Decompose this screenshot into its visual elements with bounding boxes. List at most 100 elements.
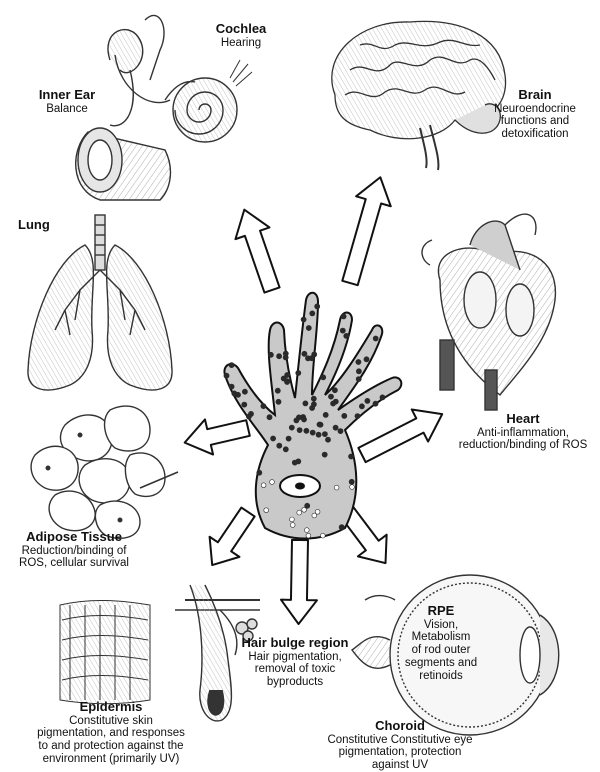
melanin-granule — [305, 532, 312, 539]
melanin-granule — [314, 509, 321, 515]
hair-desc-line: removal of toxic — [254, 663, 336, 676]
melanin-granule — [304, 527, 310, 533]
rpe-desc-line: retinoids — [419, 670, 463, 683]
melanin-granule — [228, 383, 235, 390]
melanin-granule — [276, 353, 282, 360]
melanin-granule — [256, 469, 263, 476]
adipose-desc-line: ROS, cellular survival — [19, 557, 129, 570]
melanin-granule — [340, 313, 347, 320]
melanin-granule — [305, 355, 311, 362]
melanin-granule — [332, 398, 339, 405]
cochlea-desc: Hearing — [220, 36, 262, 49]
melanin-granule — [364, 397, 371, 404]
brain-illustration — [331, 20, 507, 171]
melanin-granule — [231, 390, 238, 397]
melanin-granule — [276, 442, 283, 449]
label-hair: Hair bulge region Hair pigmentation, rem… — [220, 635, 370, 689]
label-epidermis: Epidermis Constitutive skin pigmentation… — [6, 699, 216, 766]
melanin-granule — [269, 479, 275, 485]
melanin-granule — [293, 417, 300, 424]
melanin-granule — [349, 484, 355, 490]
melanin-granule — [343, 332, 350, 339]
brain-title: Brain — [518, 87, 552, 102]
melanin-granule — [241, 401, 248, 408]
epidermis-desc-line: pigmentation, and responses — [37, 727, 185, 740]
hair-follicle-illustration — [175, 584, 260, 722]
epidermis-desc-line: Constitutive skin — [69, 714, 153, 727]
melanin-granule — [341, 412, 348, 419]
melanin-granule — [310, 401, 317, 408]
melanin-granule — [339, 327, 346, 334]
epidermis-title: Epidermis — [79, 699, 143, 714]
epidermis-illustration — [59, 600, 151, 705]
rpe-desc-line: Vision, — [423, 618, 459, 631]
label-rpe: RPE Vision, Metabolism of rod outer segm… — [404, 603, 478, 683]
hair-title: Hair bulge region — [241, 635, 349, 650]
melanin-granule — [320, 374, 327, 381]
melanocyte-cell — [223, 291, 403, 540]
epidermis-desc-line: environment (primarily UV) — [42, 753, 180, 766]
arrow-to-ear — [234, 208, 281, 294]
choroid-desc-line: Constitutive Constitutive eye — [327, 733, 473, 746]
choroid-desc-line: pigmentation, protection — [338, 746, 462, 759]
brain-desc-line: detoxification — [501, 128, 569, 141]
eye-illustration — [350, 574, 560, 736]
melanin-granule — [355, 359, 362, 365]
lung-title: Lung — [18, 217, 50, 232]
melanin-granule — [317, 421, 324, 428]
melanin-granule — [305, 325, 312, 331]
melanin-granule — [355, 376, 362, 382]
melanin-granule — [223, 372, 230, 379]
melanin-granule — [291, 459, 298, 466]
melanin-granule — [288, 424, 295, 431]
label-brain: Brain Neuroendocrine functions and detox… — [480, 87, 590, 141]
melanin-granule — [332, 424, 339, 431]
melanin-granule — [379, 394, 386, 401]
brain-desc-line: Neuroendocrine — [494, 102, 576, 115]
melanin-granule — [284, 372, 291, 378]
melanin-granule — [311, 512, 317, 519]
label-cochlea: Cochlea Hearing — [196, 21, 286, 49]
melanin-granule — [296, 509, 302, 516]
arrows — [183, 176, 444, 625]
melanin-granule — [304, 502, 311, 509]
brain-desc-line: functions and — [500, 115, 570, 128]
rpe-desc-line: Metabolism — [411, 631, 471, 644]
arrow-to-hair — [279, 538, 318, 625]
melanin-granule — [260, 482, 267, 488]
adipose-title: Adipose Tissue — [26, 529, 122, 544]
arrow-to-adipose — [183, 418, 251, 456]
melanin-granule — [282, 354, 289, 361]
heart-desc-line: reduction/binding of ROS — [458, 439, 588, 452]
arrow-to-heart — [357, 408, 444, 464]
melanin-granule — [372, 335, 379, 342]
choroid-title: Choroid — [375, 718, 425, 733]
lung-illustration — [27, 214, 173, 391]
melanin-granule — [274, 387, 281, 394]
melanin-granule — [263, 507, 269, 513]
cochlea-title: Cochlea — [215, 21, 267, 36]
epidermis-desc-line: to and protection against the — [38, 740, 184, 753]
melanin-granule — [241, 388, 248, 395]
melanin-granule — [322, 411, 329, 418]
inner-ear-illustration — [75, 14, 253, 201]
melanin-granule — [296, 427, 303, 433]
melanin-granule — [372, 400, 379, 407]
melanin-granule — [309, 310, 316, 317]
melanin-granule — [314, 303, 321, 310]
heart-illustration — [421, 213, 556, 411]
inner-ear-desc: Balance — [46, 102, 88, 115]
melanin-granule — [333, 484, 340, 491]
melanin-granule — [270, 435, 276, 442]
melanin-granule — [331, 387, 338, 394]
label-choroid: Choroid Constitutive Constitutive eye pi… — [300, 718, 500, 772]
hair-desc-line: Hair pigmentation, — [248, 650, 342, 663]
melanin-granule — [309, 429, 316, 436]
melanin-granule — [358, 403, 365, 410]
melanin-granule — [321, 431, 328, 437]
hair-desc-line: byproducts — [266, 676, 324, 689]
heart-desc-line: Anti-inflammation, — [476, 426, 570, 439]
label-adipose: Adipose Tissue Reduction/binding of ROS,… — [4, 529, 144, 570]
melanin-granule — [337, 428, 344, 434]
